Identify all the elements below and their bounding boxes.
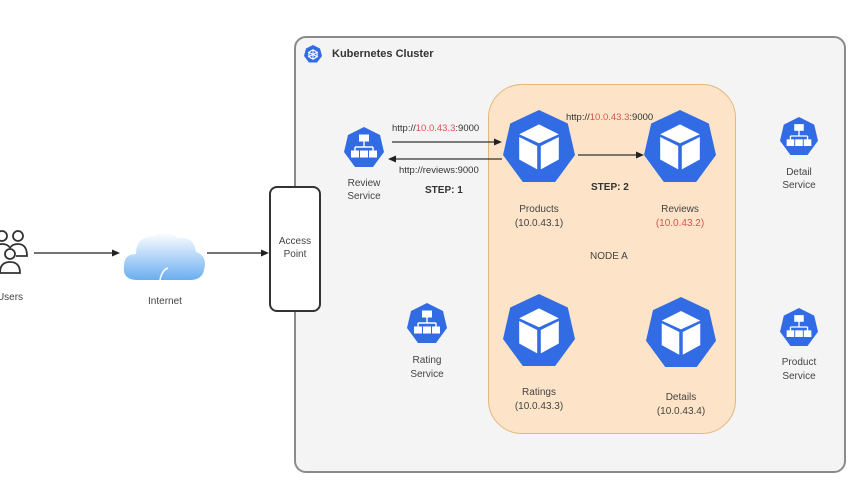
detail-service-icon[interactable] — [779, 116, 819, 156]
arrow-products-to-review-service — [388, 155, 502, 163]
product-service-label-1: Product — [781, 357, 817, 368]
internet-label: Internet — [148, 296, 182, 307]
arrow-users-to-internet — [34, 249, 120, 257]
rating-service-label-1: Rating — [412, 355, 442, 366]
rating-service-label-2: Service — [410, 369, 444, 380]
products-pod-name: Products — [519, 204, 559, 215]
product-service-icon[interactable] — [779, 307, 819, 347]
access-point-label-1: Access — [278, 236, 312, 247]
detail-service-label-1: Detail — [786, 167, 812, 178]
reviews-pod-icon[interactable] — [644, 110, 716, 182]
kubernetes-icon — [304, 45, 322, 63]
users-icon — [0, 230, 28, 274]
cluster-title: Kubernetes Cluster — [332, 48, 434, 60]
reviews-pod-name: Reviews — [661, 204, 699, 215]
rating-service-icon[interactable] — [406, 302, 448, 344]
review-service-icon[interactable] — [343, 126, 385, 168]
review-service-label-1: Review — [347, 178, 381, 189]
step1-label: STEP: 1 — [425, 185, 463, 196]
ratings-pod-name: Ratings — [522, 387, 556, 398]
products-pod-icon[interactable] — [503, 110, 575, 182]
step1-request-url: http://10.0.43.3:9000 — [392, 123, 480, 134]
arrow-internet-to-access-point — [207, 249, 269, 257]
product-service-label-2: Service — [782, 371, 816, 382]
node-label: NODE A — [590, 251, 628, 262]
details-pod-ip: (10.0.43.4) — [656, 406, 706, 417]
access-point-label-2: Point — [283, 249, 307, 260]
details-pod-name: Details — [665, 392, 697, 403]
arrow-products-to-reviews — [578, 151, 644, 159]
products-pod-ip: (10.0.43.1) — [514, 218, 564, 229]
review-service-label-2: Service — [347, 191, 381, 202]
step1-response-url: http://reviews:9000 — [399, 165, 479, 176]
ratings-pod-ip: (10.0.43.3) — [514, 401, 564, 412]
ratings-pod-icon[interactable] — [503, 293, 575, 367]
reviews-pod-ip: (10.0.43.2) — [655, 218, 705, 229]
detail-service-label-2: Service — [782, 180, 816, 191]
users-label: Users — [0, 292, 24, 303]
step2-request-url: http://10.0.43.3:9000 — [566, 112, 654, 123]
cloud-icon — [123, 232, 205, 281]
access-point — [269, 186, 321, 312]
details-pod-icon[interactable] — [646, 296, 716, 368]
step2-label: STEP: 2 — [591, 182, 629, 193]
arrow-review-service-to-products — [392, 138, 502, 146]
